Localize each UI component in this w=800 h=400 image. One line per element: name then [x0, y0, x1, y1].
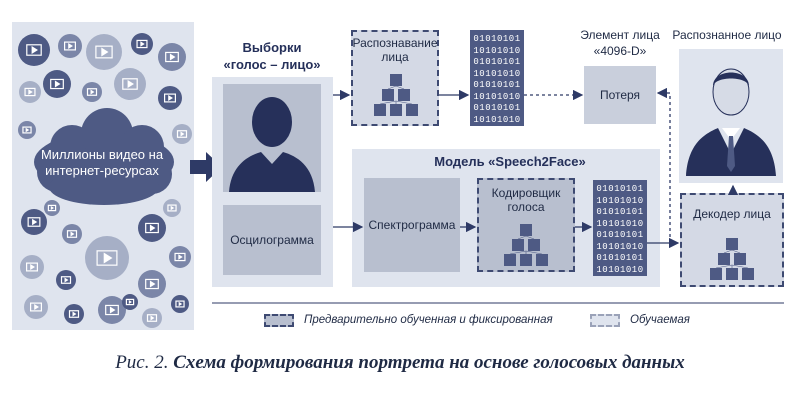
network-node [710, 268, 722, 280]
encoder-pyramid-icon [504, 224, 548, 266]
face-recognition-label: Распознавание лица [352, 36, 438, 64]
network-node [398, 89, 410, 101]
legend-trainable-swatch [590, 314, 620, 327]
caption-title: Схема формирования портрета на основе го… [173, 352, 685, 373]
network-node [406, 104, 418, 116]
network-node [504, 254, 516, 266]
network-node [390, 74, 402, 86]
figure-caption: Рис. 2. Схема формирования портрета на о… [0, 352, 800, 374]
voice-encoder-label: Кодировщик голоса [491, 186, 561, 214]
network-node [390, 104, 402, 116]
network-node [742, 268, 754, 280]
network-node [382, 89, 394, 101]
samples-title-2: «голос – лицо» [223, 57, 321, 72]
caption-prefix: Рис. 2. [115, 352, 169, 373]
legend-pretrained-swatch [264, 314, 294, 327]
network-node [528, 239, 540, 251]
cloud-shape [34, 108, 174, 205]
decoder-pyramid-icon [710, 238, 754, 280]
network-node [726, 238, 738, 250]
network-node [726, 268, 738, 280]
legend-trainable-text: Обучаемая [630, 314, 690, 326]
samples-title-1: Выборки [242, 40, 302, 55]
network-pyramid-icon [374, 74, 418, 116]
network-node [520, 224, 532, 236]
network-node [734, 253, 746, 265]
network-node [520, 254, 532, 266]
face-element-title-1: Элемент лица [580, 28, 660, 42]
face-silhouette-icon [229, 97, 315, 192]
video-bubbles [18, 33, 192, 328]
network-node [718, 253, 730, 265]
network-node [512, 239, 524, 251]
legend-pretrained-text: Предварительно обученная и фиксированная [304, 314, 553, 326]
recognized-face-title: Распознанное лицо [672, 28, 782, 42]
spectrogram-box: Спектрограмма [364, 178, 460, 272]
face-decoder-label: Декодер лица [693, 207, 771, 221]
model-title: Модель «Speech2Face» [434, 154, 586, 169]
loss-box: Потеря [584, 66, 656, 124]
face-element-title-2: «4096-D» [593, 44, 647, 58]
business-man-icon [686, 68, 776, 176]
cloud-text: Миллионы видео на интернет-ресурсах [40, 147, 164, 178]
network-node [374, 104, 386, 116]
oscillogram-box: Осцилограмма [223, 205, 321, 275]
network-node [536, 254, 548, 266]
